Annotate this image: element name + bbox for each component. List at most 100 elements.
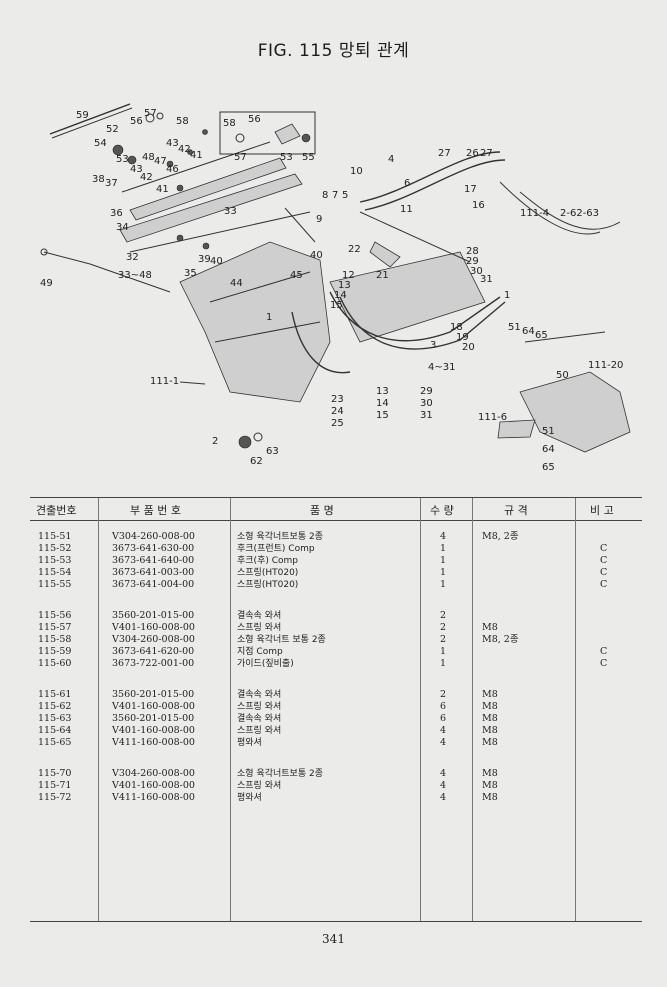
callout: 14 bbox=[334, 290, 347, 301]
callout: 51 bbox=[508, 322, 521, 333]
callout: 4~31 bbox=[428, 362, 455, 373]
table-header: 견출번호 부 품 번 호 품 명 수 량 규 격 비 고 bbox=[30, 498, 642, 521]
column-divider bbox=[420, 498, 421, 921]
header-part-name: 품 명 bbox=[310, 504, 334, 517]
callout: 53 bbox=[280, 152, 293, 163]
callout: 15 bbox=[330, 300, 343, 311]
callout: 46 bbox=[166, 164, 179, 175]
callout: 62 bbox=[250, 456, 263, 467]
callout: 40 bbox=[310, 250, 323, 261]
callout: 41 bbox=[156, 184, 169, 195]
callout: 39 bbox=[198, 254, 211, 265]
callout: 35 bbox=[184, 268, 197, 279]
callout: 2 bbox=[212, 436, 218, 447]
callout: 111-20 bbox=[588, 360, 623, 371]
callout: 30 bbox=[470, 266, 483, 277]
callout: 43 bbox=[166, 138, 179, 149]
column-divider bbox=[575, 498, 576, 921]
exploded-parts-diagram: 59 52 54 53 56 57 58 58 56 57 53 55 43 4… bbox=[30, 92, 640, 482]
diagram-svg: 59 52 54 53 56 57 58 58 56 57 53 55 43 4… bbox=[40, 103, 631, 473]
callout: 8 bbox=[322, 190, 328, 201]
callout: 111-1 bbox=[150, 376, 179, 387]
callout: 33~48 bbox=[118, 270, 152, 281]
callout: 9 bbox=[316, 214, 322, 225]
callout: 50 bbox=[556, 370, 569, 381]
callout: 64 bbox=[522, 326, 535, 337]
header-note: 비 고 bbox=[590, 504, 614, 517]
callout: 48 bbox=[142, 152, 155, 163]
callout: 36 bbox=[110, 208, 123, 219]
callout: 57 bbox=[234, 152, 247, 163]
callout: 21 bbox=[376, 270, 389, 281]
callout: 4 bbox=[388, 154, 394, 165]
callout: 27 bbox=[480, 148, 493, 159]
callout: 26 bbox=[466, 148, 479, 159]
callout: 49 bbox=[40, 278, 53, 289]
callout: 40 bbox=[210, 256, 223, 267]
callout: 38 bbox=[92, 174, 105, 185]
callout: 56 bbox=[248, 114, 261, 125]
callout: 59 bbox=[76, 110, 89, 121]
callout: 30 bbox=[420, 398, 433, 409]
rail-assembly-drawing bbox=[40, 103, 316, 293]
callout: 18 bbox=[450, 322, 463, 333]
callout: 53 bbox=[116, 154, 129, 165]
callout: 41 bbox=[190, 150, 203, 161]
callout: 24 bbox=[331, 406, 344, 417]
callout: 111-6 bbox=[478, 412, 507, 423]
callout: 17 bbox=[464, 184, 477, 195]
callout: 58 bbox=[223, 118, 236, 129]
callout: 2-62-63 bbox=[560, 208, 599, 219]
callout: 16 bbox=[472, 200, 485, 211]
callout: 15 bbox=[376, 410, 389, 421]
callout: 12 bbox=[342, 270, 355, 281]
callout: 22 bbox=[348, 244, 361, 255]
callout: 5 bbox=[342, 190, 348, 201]
callout: 31 bbox=[480, 274, 493, 285]
column-divider bbox=[230, 498, 231, 921]
callout: 1 bbox=[504, 290, 510, 301]
callout: 45 bbox=[290, 270, 303, 281]
callout: 6 bbox=[404, 178, 410, 189]
callout: 65 bbox=[542, 462, 555, 473]
callout: 58 bbox=[176, 116, 189, 127]
callout: 56 bbox=[130, 116, 143, 127]
callout: 47 bbox=[154, 156, 167, 167]
column-divider bbox=[472, 498, 473, 921]
callout: 52 bbox=[106, 124, 119, 135]
callout: 64 bbox=[542, 444, 555, 455]
callout: 20 bbox=[462, 342, 475, 353]
callout: 14 bbox=[376, 398, 389, 409]
callout: 34 bbox=[116, 222, 129, 233]
callout-labels: 59 52 54 53 56 57 58 58 56 57 53 55 43 4… bbox=[40, 108, 623, 473]
callout: 42 bbox=[140, 172, 153, 183]
callout: 27 bbox=[438, 148, 451, 159]
callout: 25 bbox=[331, 418, 344, 429]
callout: 3 bbox=[430, 340, 436, 351]
page-title: FIG. 115 망퇴 관계 bbox=[257, 41, 410, 61]
callout: 31 bbox=[420, 410, 433, 421]
callout: 1 bbox=[266, 312, 272, 323]
callout: 7 bbox=[332, 190, 338, 201]
callout: 44 bbox=[230, 278, 243, 289]
callout: 43 bbox=[130, 164, 143, 175]
callout: 37 bbox=[105, 178, 118, 189]
